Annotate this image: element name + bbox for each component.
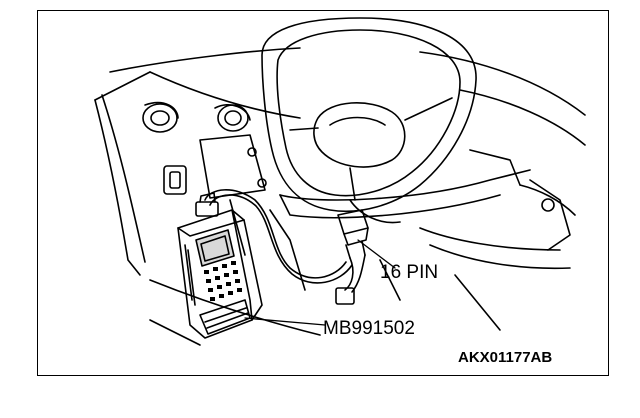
leader-lines [244,239,396,326]
dashboard-top [109,47,586,146]
a-pillar [94,71,151,276]
lower-dashboard [279,149,576,251]
figure-code: AKX01177AB [458,349,553,366]
tool-label: MB991502 [323,318,415,339]
scan-tool [177,192,263,339]
steering-wheel [261,17,477,224]
connector-label: 16 PIN [380,262,439,283]
floor-lines [149,199,571,346]
center-air-vent [214,104,251,132]
center-panel [163,134,267,199]
left-air-vent [142,101,179,133]
keypad [204,261,242,301]
test-cable [204,189,366,305]
